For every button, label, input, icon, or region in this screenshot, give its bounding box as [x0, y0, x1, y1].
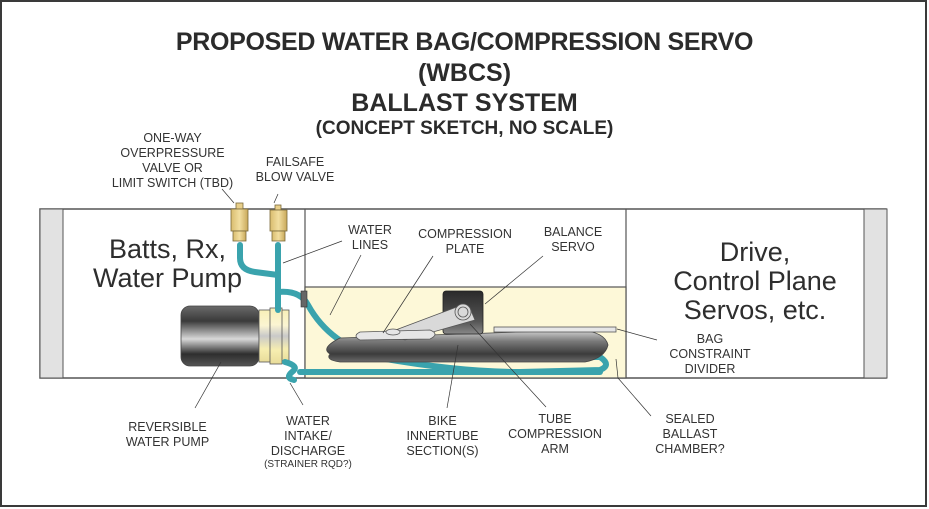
subtitle: (CONCEPT SKETCH, NO SCALE)	[315, 118, 614, 139]
callout-line: REVERSIBLE	[128, 420, 207, 434]
callout-reversible-pump: REVERSIBLE WATER PUMP	[110, 420, 225, 450]
callout-line: VALVE OR	[142, 161, 203, 175]
callout-line: PLATE	[445, 242, 485, 256]
callout-line: BALLAST	[662, 427, 718, 441]
aft-label-line-2: Control Plane	[673, 266, 837, 296]
callout-line: WATER	[348, 223, 392, 237]
bulkhead-fitting	[300, 290, 308, 308]
callout-line: SERVO	[551, 240, 595, 254]
failsafe-blow-valve	[269, 204, 288, 242]
callout-water-intake: WATER INTAKE/ DISCHARGE (STRAINER RQD?)	[258, 414, 358, 471]
callout-water-lines: WATER LINES	[335, 223, 405, 253]
aft-compartment-label: Drive, Control Plane Servos, etc.	[660, 238, 850, 325]
callout-line: BLOW VALVE	[255, 170, 335, 184]
aft-end-cap	[863, 208, 888, 379]
title-line-1: PROPOSED WATER BAG/COMPRESSION SERVO	[175, 28, 754, 56]
callout-line: CONSTRAINT	[669, 347, 751, 361]
aft-label-line-1: Drive,	[719, 237, 791, 267]
callout-line: BALANCE	[543, 225, 603, 239]
callout-line: DISCHARGE	[270, 444, 346, 458]
forward-compartment-label: Batts, Rx, Water Pump	[85, 235, 250, 293]
callout-bike-innertube: BIKE INNERTUBE SECTION(S)	[395, 414, 490, 459]
forward-label-line-2: Water Pump	[92, 263, 243, 293]
bag-constraint-divider	[493, 326, 617, 333]
callout-line: BIKE	[428, 414, 457, 428]
callout-line: WATER PUMP	[125, 435, 210, 449]
callout-line: INTAKE/	[284, 429, 332, 443]
callout-bag-constraint-divider: BAG CONSTRAINT DIVIDER	[660, 332, 760, 377]
callout-line: CHAMBER?	[655, 442, 725, 456]
title-line-2: (WBCS)	[417, 59, 512, 87]
forward-end-cap	[39, 208, 64, 379]
callout-line: WATER	[286, 414, 330, 428]
callout-line: INNERTUBE	[406, 429, 479, 443]
callout-tube-compression-arm: TUBE COMPRESSION ARM	[500, 412, 610, 457]
one-way-valve	[230, 202, 249, 242]
callout-failsafe-valve: FAILSAFE BLOW VALVE	[250, 155, 340, 185]
callout-line: OVERPRESSURE	[120, 146, 225, 160]
callout-balance-servo: BALANCE SERVO	[533, 225, 613, 255]
callout-line: LIMIT SWITCH (TBD)	[111, 176, 234, 190]
callout-one-way-valve: ONE-WAY OVERPRESSURE VALVE OR LIMIT SWIT…	[100, 131, 245, 191]
callout-line: LINES	[351, 238, 389, 252]
leader-lines	[194, 188, 658, 417]
callout-line: ARM	[541, 442, 569, 456]
callout-line: TUBE	[538, 412, 572, 426]
callout-compression-plate: COMPRESSION PLATE	[410, 227, 520, 257]
reversible-water-pump	[180, 305, 260, 367]
callout-line: BAG	[696, 332, 724, 346]
forward-label-line-1: Batts, Rx,	[108, 234, 227, 264]
callout-line: SECTION(S)	[406, 444, 479, 458]
callout-note: (STRAINER RQD?)	[264, 459, 352, 470]
callout-line: SEALED	[665, 412, 715, 426]
title-line-3: BALLAST SYSTEM	[351, 89, 578, 117]
callout-line: COMPRESSION	[418, 227, 512, 241]
callout-line: COMPRESSION	[508, 427, 602, 441]
callout-line: FAILSAFE	[265, 155, 325, 169]
aft-label-line-3: Servos, etc.	[683, 295, 827, 325]
callout-sealed-ballast-chamber: SEALED BALLAST CHAMBER?	[640, 412, 740, 457]
callout-line: DIVIDER	[684, 362, 736, 376]
callout-line: ONE-WAY	[143, 131, 202, 145]
